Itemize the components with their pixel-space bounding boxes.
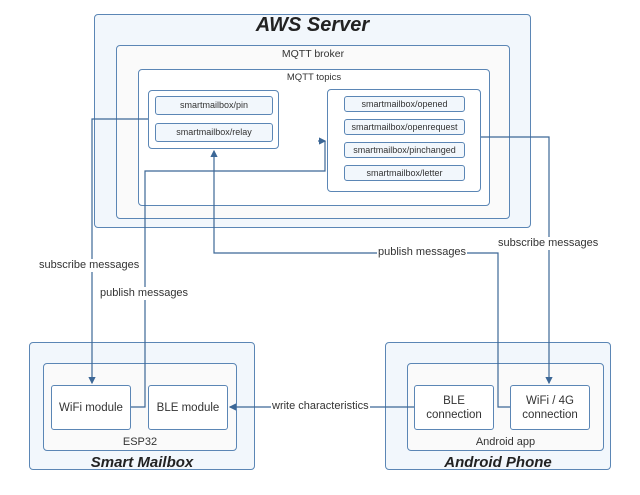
mqtt-topics-label: MQTT topics [286,72,342,83]
android-app-label: Android app [475,436,536,448]
ble-module-label: BLE module [156,401,220,414]
android-phone-title: Android Phone [444,454,552,471]
topic-openrequest: smartmailbox/openrequest [344,119,465,135]
topic-relay: smartmailbox/relay [155,123,273,142]
edge-label-write-characteristics: write characteristics [271,400,370,413]
ble-connection-label: BLE connection [426,394,482,421]
edge-label-phone-subscribe: subscribe messages [497,237,600,250]
mqtt-broker-label: MQTT broker [281,48,345,60]
edge-label-mailbox-subscribe: subscribe messages [38,259,141,272]
edge-label-mailbox-publish: publish messages [99,287,190,300]
topic-pinchanged: smartmailbox/pinchanged [344,142,465,158]
esp32-label: ESP32 [122,436,158,448]
smart-mailbox-title: Smart Mailbox [90,454,194,471]
aws-server-title: AWS Server [255,14,370,36]
topic-letter: smartmailbox/letter [344,165,465,181]
ble-module: BLE module [148,385,228,430]
edge-label-phone-publish: publish messages [377,246,468,259]
wifi-module: WiFi module [51,385,131,430]
wifi-module-label: WiFi module [59,401,123,414]
wifi-4g-connection-label: WiFi / 4G connection [522,394,578,421]
topic-pin: smartmailbox/pin [155,96,273,115]
ble-connection: BLE connection [414,385,494,430]
topic-opened: smartmailbox/opened [344,96,465,112]
wifi-4g-connection: WiFi / 4G connection [510,385,590,430]
